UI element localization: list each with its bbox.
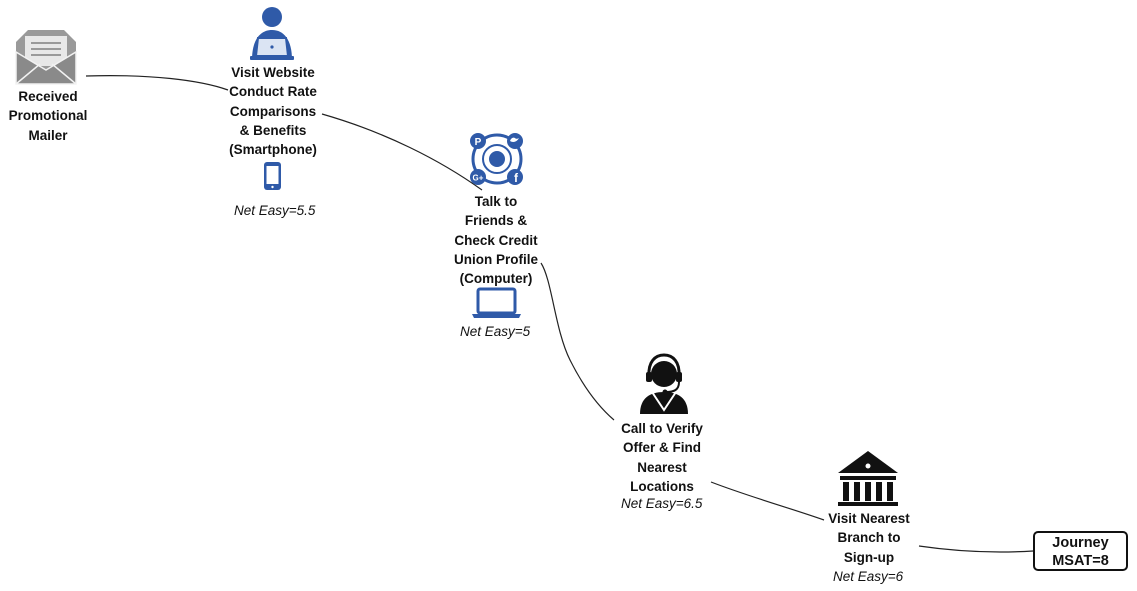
user-at-laptop-icon — [250, 7, 294, 60]
step-branch-score: Net Easy=6 — [833, 569, 904, 584]
smartphone-icon — [264, 162, 281, 190]
laptop-icon — [472, 287, 521, 318]
envelope-icon — [15, 30, 77, 85]
step-call-score: Net Easy=6.5 — [621, 496, 703, 511]
journey-msat-box: Journey MSAT=8 — [1033, 531, 1128, 571]
svg-text:P: P — [475, 137, 482, 148]
connector-friends-call — [540, 262, 615, 421]
connector-mailer-website — [85, 75, 229, 91]
connector-website-friends — [321, 113, 483, 191]
svg-text:f: f — [514, 171, 519, 185]
step-website-score: Net Easy=5.5 — [234, 203, 316, 218]
bank-building-icon — [838, 451, 898, 506]
step-friends-score: Net Easy=5 — [460, 324, 531, 339]
step-call-label: Call to Verify Offer & Find Nearest Loca… — [621, 421, 703, 494]
step-website-label: Visit Website Conduct Rate Comparisons &… — [229, 65, 317, 158]
call-center-agent-icon — [640, 353, 688, 414]
connector-call-branch — [710, 481, 825, 521]
svg-text:G+: G+ — [473, 174, 484, 183]
step-branch-label: Visit Nearest Branch to Sign-up — [828, 511, 910, 565]
step-mailer-label: Received Promotional Mailer — [8, 89, 88, 143]
social-network-icon: P G+ f — [470, 133, 523, 185]
step-friends-label: Talk to Friends & Check Credit Union Pro… — [454, 194, 538, 287]
connector-branch-journey — [918, 545, 1034, 553]
